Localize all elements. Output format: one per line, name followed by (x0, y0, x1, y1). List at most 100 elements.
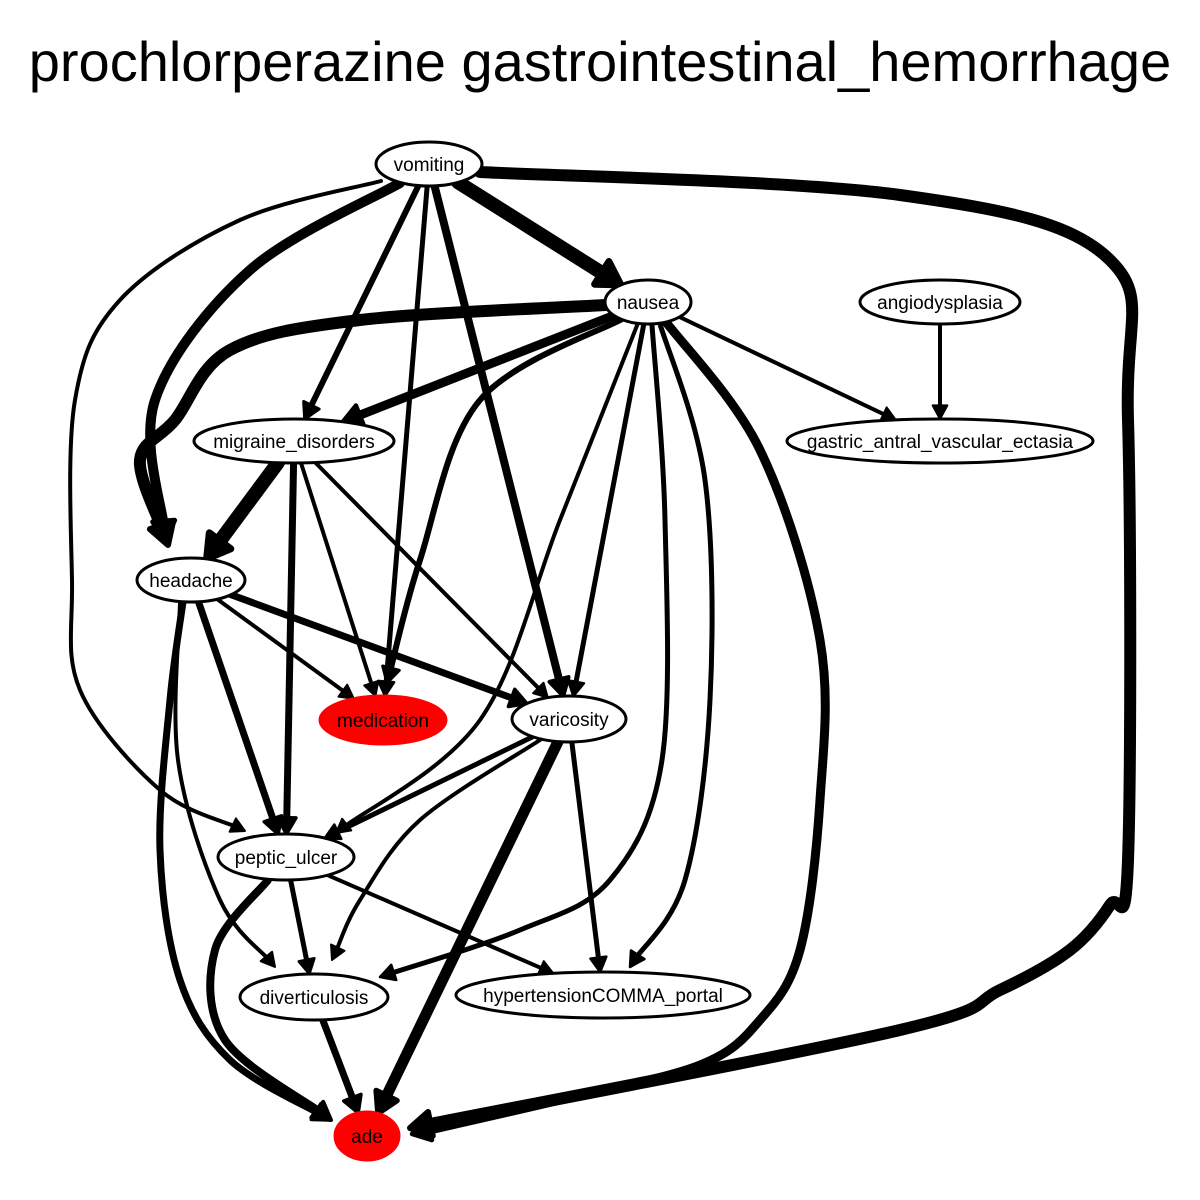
node-ellipse (135, 556, 247, 604)
edge-line (569, 739, 602, 966)
edge-vomiting-to-migraine_disorders (302, 182, 422, 421)
node-label: vomiting (394, 155, 465, 176)
node-peptic_ulcer: peptic_ulcer (216, 832, 356, 882)
node-ellipse (785, 417, 1095, 465)
edge-line (313, 460, 545, 694)
edge-line (418, 317, 830, 1137)
edge-nausea-to-gastric_antral_vascular_ectasia (677, 314, 897, 422)
node-angiodysplasia: angiodysplasia (858, 278, 1022, 326)
arrowhead (566, 679, 586, 698)
edge-line (215, 597, 350, 696)
node-nausea: nausea (603, 278, 693, 326)
arrowhead (259, 950, 276, 968)
node-label: medication (337, 711, 429, 732)
edge-varicosity-to-hypertensionCOMMA_portal (569, 739, 608, 974)
arrowhead (547, 675, 571, 699)
edge-nausea-to-medication (381, 315, 627, 685)
node-ellipse (192, 417, 396, 465)
arrowhead (330, 943, 346, 961)
edge-line (572, 321, 647, 691)
arrowhead (262, 814, 284, 836)
edge-line (348, 310, 619, 423)
edge-angiodysplasia-to-gastric_antral_vascular_ectasia (931, 322, 949, 420)
node-ade: ade (333, 1110, 401, 1162)
edge-headache-to-medication (215, 597, 355, 700)
arrowhead (931, 404, 949, 420)
edge-line (340, 321, 640, 830)
node-medication: medication (318, 694, 448, 746)
edge-nausea-to-migraine_disorders (340, 310, 619, 428)
node-varicosity: varicosity (510, 694, 628, 744)
node-ellipse (374, 140, 484, 188)
edge-line (430, 181, 565, 691)
node-ellipse (216, 832, 356, 882)
edge-line (632, 321, 715, 963)
arrowhead (373, 1087, 400, 1117)
edge-line (377, 736, 564, 1109)
arrowhead (589, 955, 608, 974)
edge-line (305, 182, 422, 414)
arrowhead (628, 949, 646, 969)
nodes-layer: vomiting nausea angiodysplasia migraine_dis… (135, 140, 1095, 1162)
edge-line (133, 299, 612, 540)
node-hypertensionCOMMA_portal: hypertensionCOMMA_portal (454, 970, 752, 1020)
edge-migraine_disorders-to-headache (203, 455, 285, 563)
edge-line (145, 178, 405, 534)
edge-headache-to-peptic_ulcer (194, 598, 284, 836)
edge-headache-to-varicosity (227, 591, 529, 709)
edge-line (319, 1016, 359, 1108)
edge-line (325, 873, 548, 973)
node-label: ade (351, 1127, 383, 1148)
node-gastric_antral_vascular_ectasia: gastric_antral_vascular_ectasia (785, 417, 1095, 465)
edge-line (299, 460, 375, 691)
edge-line (383, 183, 430, 690)
edge-vomiting-to-varicosity (430, 181, 571, 699)
edge-line (194, 598, 279, 829)
edge-vomiting-to-peptic_ulcer (68, 179, 383, 833)
arrowhead (532, 681, 549, 699)
edge-varicosity-to-diverticulosis (330, 738, 542, 961)
edges-layer (68, 166, 1139, 1143)
node-label: gastric_antral_vascular_ectasia (807, 432, 1074, 453)
edge-nausea-to-varicosity (566, 321, 647, 698)
arrowhead (506, 687, 529, 709)
edge-line (385, 322, 671, 977)
arrowhead (146, 518, 177, 548)
edge-line (416, 166, 1139, 1132)
arrowhead (342, 1092, 363, 1115)
node-ellipse (858, 278, 1022, 326)
edge-peptic_ulcer-to-diverticulosis (288, 877, 316, 976)
edge-line (156, 598, 326, 1119)
arrowhead (309, 1099, 333, 1122)
node-label: angiodysplasia (877, 293, 1003, 314)
edge-varicosity-to-ade (373, 736, 564, 1117)
edge-line (677, 314, 891, 419)
node-ellipse (238, 972, 390, 1022)
node-migraine_disorders: migraine_disorders (192, 417, 396, 465)
node-ellipse (318, 694, 448, 746)
node-label: headache (149, 571, 232, 592)
edge-line (386, 315, 627, 678)
edge-line (330, 734, 536, 837)
edge-line (68, 179, 383, 830)
node-ellipse (603, 278, 693, 326)
graph-title: prochlorperazine gastrointestinal_hemorr… (28, 30, 1172, 93)
node-diverticulosis: diverticulosis (238, 972, 390, 1022)
arrowhead (591, 258, 625, 289)
edge-line (288, 877, 311, 969)
node-headache: headache (135, 556, 247, 604)
edge-nausea-to-hypertensionCOMMA_portal (628, 321, 715, 969)
arrowhead (228, 817, 246, 833)
node-label: varicosity (529, 710, 609, 731)
edge-line (206, 876, 327, 1118)
node-ellipse (454, 970, 752, 1020)
edge-line (207, 455, 285, 556)
edge-line (333, 738, 542, 955)
edge-diverticulosis-to-ade (319, 1016, 363, 1115)
node-ellipse (333, 1110, 401, 1162)
node-label: nausea (617, 293, 680, 314)
arrowhead (409, 1117, 435, 1143)
edge-migraine_disorders-to-medication (299, 460, 380, 698)
edge-line (283, 459, 298, 828)
